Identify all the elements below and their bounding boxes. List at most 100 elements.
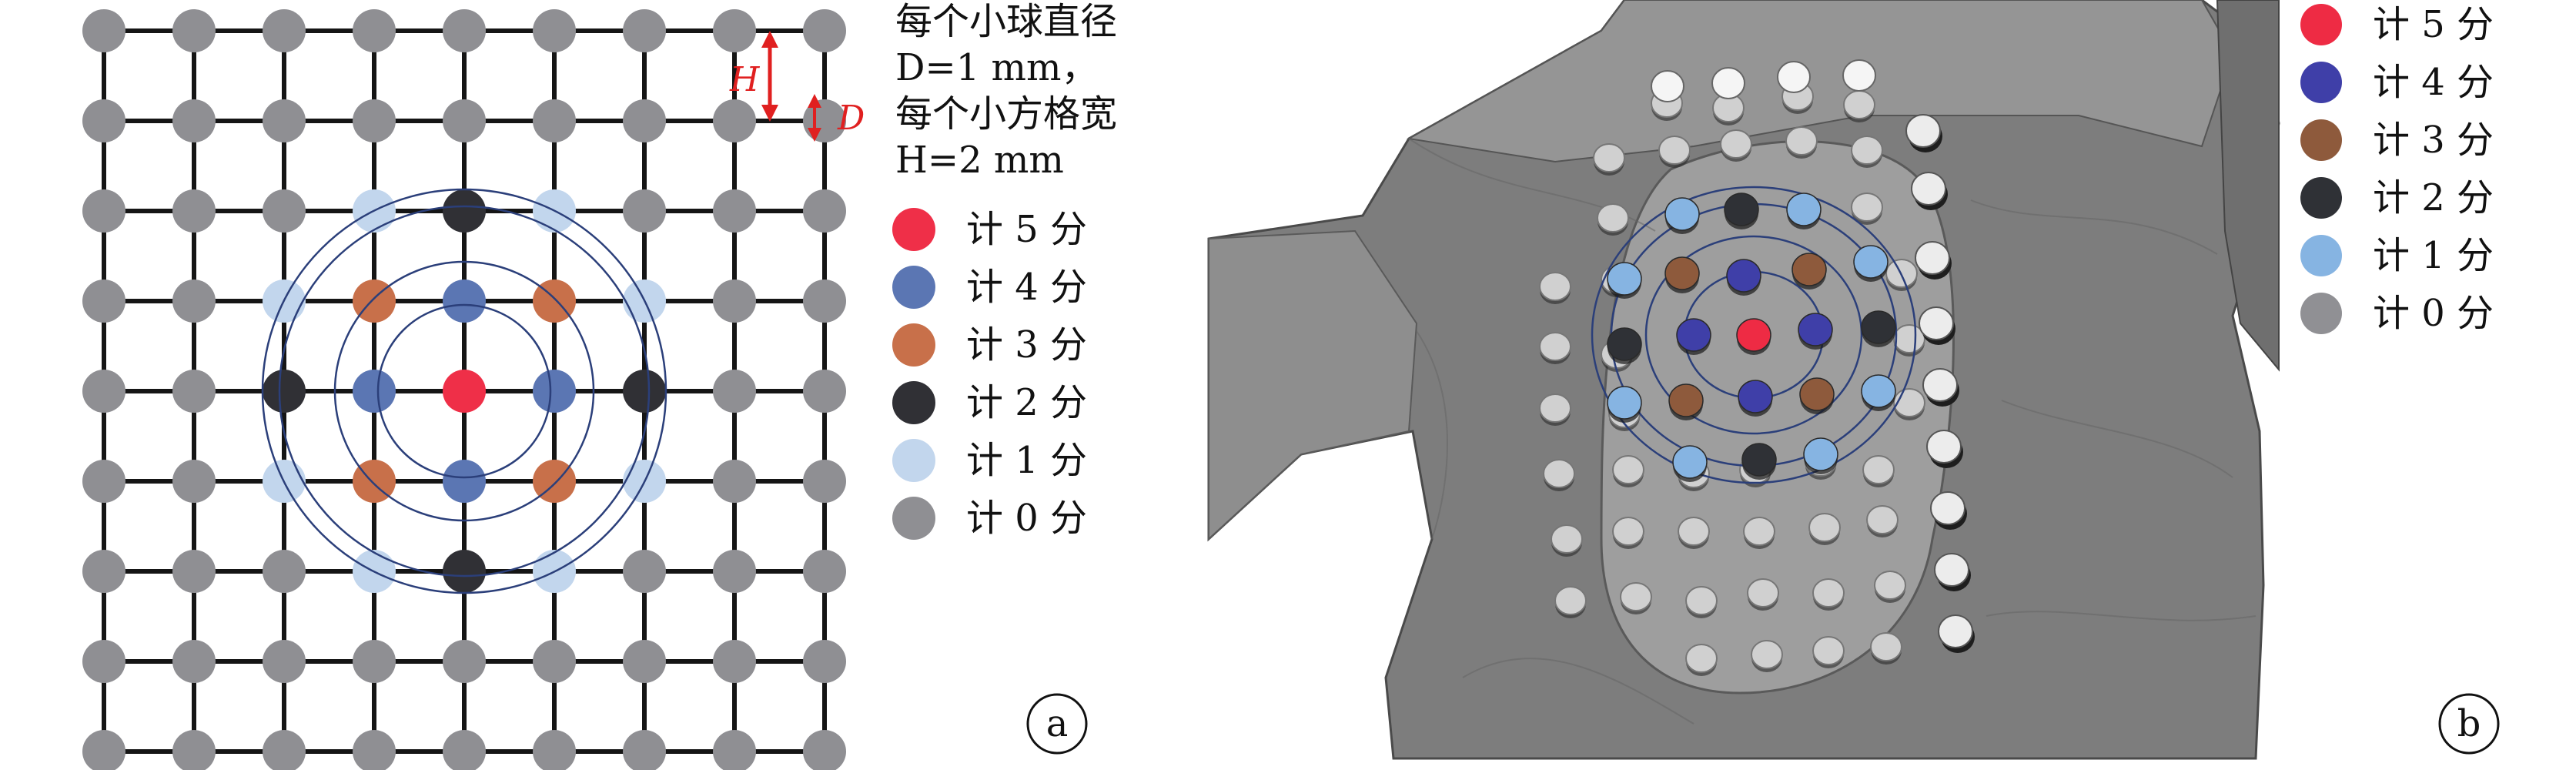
hole-score-1 <box>1664 197 1700 231</box>
hole-white <box>1934 553 1969 587</box>
hole-score-2 <box>1607 327 1642 361</box>
dim-d-label: D <box>837 99 865 138</box>
hole-score-0 <box>1597 203 1629 233</box>
hole-score-1 <box>1607 386 1642 420</box>
grid-ball-score-0 <box>803 730 846 770</box>
grid-ball-score-0 <box>623 9 666 52</box>
legend-swatch <box>2300 4 2342 45</box>
grid-ball-score-2 <box>623 370 666 413</box>
grid-ball-score-0 <box>533 9 576 52</box>
hole-score-3 <box>1668 383 1704 417</box>
hole-score-0 <box>1539 393 1571 423</box>
hole-score-0 <box>1747 578 1779 608</box>
hole-score-0 <box>1751 640 1783 669</box>
grid-ball-score-0 <box>443 640 486 683</box>
legend-label: 计 0 分 <box>2373 292 2494 335</box>
grid-ball-score-0 <box>713 99 756 142</box>
grid-balls <box>82 9 846 770</box>
hole-white <box>1777 61 1811 93</box>
hole-score-0 <box>1851 192 1883 222</box>
grid-ball-score-2 <box>263 370 306 413</box>
hole-score-5 <box>1736 318 1771 352</box>
grid-ball-score-0 <box>172 460 216 503</box>
hole-score-0 <box>1593 143 1625 172</box>
diameter-note: 每个小球直径 D=1 mm， 每个小方格宽 H=2 mm <box>895 0 1117 182</box>
panel-b-legend: 计 5 分计 4 分计 3 分计 2 分计 1 分计 0 分 <box>2300 3 2494 335</box>
hole-score-3 <box>1664 256 1700 290</box>
grid-ball-score-0 <box>443 730 486 770</box>
hole-score-3 <box>1791 253 1827 286</box>
grid-ball-score-0 <box>803 189 846 233</box>
legend-swatch <box>892 323 935 367</box>
mesh-line <box>1970 199 2218 255</box>
hole-score-0 <box>1812 578 1845 608</box>
grid-ball-score-0 <box>172 730 216 770</box>
hole-score-1 <box>1861 374 1896 408</box>
grid-ball-score-0 <box>713 730 756 770</box>
hole-score-1 <box>1672 445 1708 479</box>
hole-score-0 <box>1539 332 1571 361</box>
score-ring <box>333 260 595 522</box>
hole-score-0 <box>1893 324 1925 353</box>
hole-white <box>1842 59 1876 92</box>
grid-ball-score-3 <box>533 280 576 323</box>
hole-white <box>1938 614 1973 648</box>
mesh-line <box>1462 658 1694 725</box>
grid-ball-score-0 <box>533 99 576 142</box>
panel-a-label: a <box>1026 693 1088 755</box>
hole-score-0 <box>1612 455 1644 484</box>
grid-ball-score-0 <box>172 640 216 683</box>
grid-ball-score-0 <box>263 189 306 233</box>
hole-score-1 <box>1853 245 1889 279</box>
hole-score-0 <box>1551 524 1583 554</box>
hole-score-4 <box>1738 380 1773 413</box>
grid-ball-score-0 <box>803 460 846 503</box>
legend-label: 计 5 分 <box>2373 3 2494 46</box>
grid-ball-score-0 <box>533 640 576 683</box>
grid-ball-score-0 <box>82 9 125 52</box>
legend-label: 计 0 分 <box>966 497 1087 540</box>
grid-ball-score-0 <box>172 9 216 52</box>
grid-ball-score-0 <box>443 99 486 142</box>
grid-ball-score-0 <box>713 9 756 52</box>
grid-ball-score-3 <box>353 460 396 503</box>
hole-score-4 <box>1726 259 1761 293</box>
hole-score-1 <box>1803 437 1838 471</box>
hole-score-0 <box>1870 632 1902 661</box>
score-circles <box>261 188 667 594</box>
grid-ball-score-0 <box>803 640 846 683</box>
bone-surface-left <box>1208 229 1418 541</box>
hole-score-0 <box>1720 129 1752 159</box>
grid-ball-score-0 <box>172 550 216 593</box>
legend-swatch <box>2300 119 2342 161</box>
hole-score-3 <box>1799 377 1835 411</box>
legend-swatch <box>2300 293 2342 334</box>
mesh-line <box>1986 611 2257 621</box>
legend-label: 计 3 分 <box>2373 119 2494 162</box>
grid-ball-score-0 <box>713 550 756 593</box>
panel-a-grid-diagram: H D 每个小球直径 D=1 mm， 每个小方格宽 H=2 mm 计 5 分计 … <box>82 0 1117 770</box>
hole-score-4 <box>1798 313 1833 346</box>
hole-score-2 <box>1741 443 1777 477</box>
grid-ball-score-0 <box>82 460 125 503</box>
legend-label: 计 4 分 <box>966 266 1087 309</box>
grid-ball-score-0 <box>623 99 666 142</box>
hole-score-0 <box>1685 586 1718 615</box>
legend-label: 计 3 分 <box>966 323 1087 367</box>
grid-ball-score-0 <box>353 730 396 770</box>
hole-white <box>1711 67 1745 99</box>
dim-h-arrow-top <box>761 31 778 48</box>
grid-ball-score-0 <box>82 640 125 683</box>
grid-ball-score-5 <box>443 370 486 413</box>
hole-score-0 <box>1851 136 1883 165</box>
panel-b-3d-render: 计 5 分计 4 分计 3 分计 2 分计 1 分计 0 分 b <box>1207 0 2500 760</box>
panel-b-label-circle <box>2438 693 2500 755</box>
legend-label: 计 4 分 <box>2373 61 2494 104</box>
score-ring <box>278 205 651 578</box>
legend-swatch <box>892 497 935 540</box>
hole-score-0 <box>1658 136 1691 165</box>
grid-ball-score-0 <box>353 9 396 52</box>
mesh-line <box>1416 330 1448 540</box>
note-line-4: H=2 mm <box>895 139 1064 182</box>
grid-ball-score-2 <box>443 189 486 233</box>
